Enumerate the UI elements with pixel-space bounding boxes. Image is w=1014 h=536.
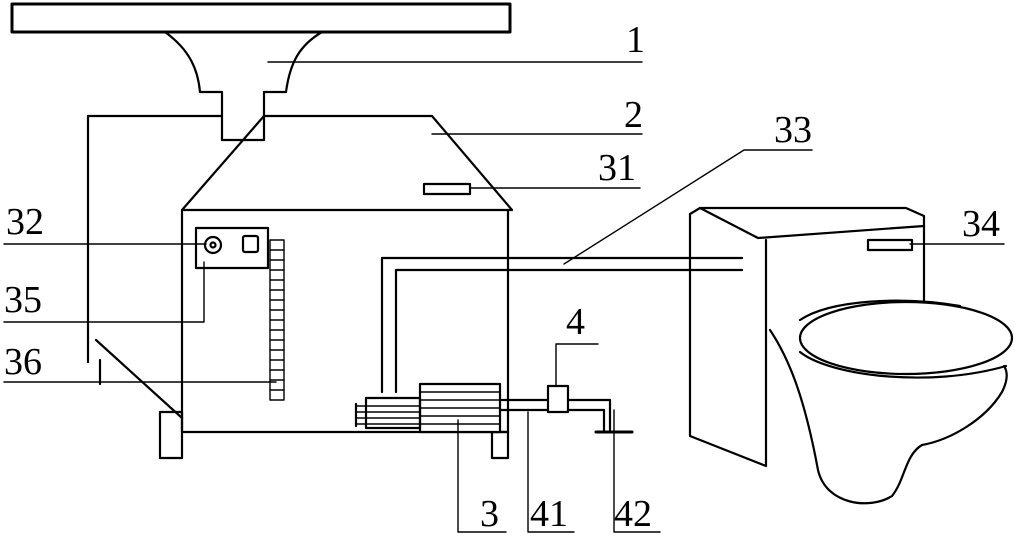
pipe-33 (380, 256, 744, 394)
label-33: 33 (774, 109, 812, 151)
label-42: 42 (614, 493, 652, 535)
label-35: 35 (4, 279, 42, 321)
label-4: 4 (566, 301, 585, 343)
label-2: 2 (624, 94, 643, 136)
level-gauge (269, 239, 285, 401)
label-41: 41 (530, 493, 568, 535)
outlet-pipe (498, 384, 634, 434)
leader-lines (3, 61, 1005, 533)
label-34: 34 (962, 203, 1000, 245)
label-1: 1 (626, 19, 645, 61)
control-panel (194, 226, 270, 270)
sensor-31 (422, 182, 472, 196)
label-32: 32 (6, 201, 44, 243)
main-tank (86, 114, 514, 460)
sensor-34 (866, 238, 914, 252)
label-36: 36 (4, 341, 42, 383)
pump-3 (354, 382, 502, 434)
toilet (688, 206, 1014, 505)
label-31: 31 (598, 147, 636, 189)
label-3: 3 (480, 493, 499, 535)
